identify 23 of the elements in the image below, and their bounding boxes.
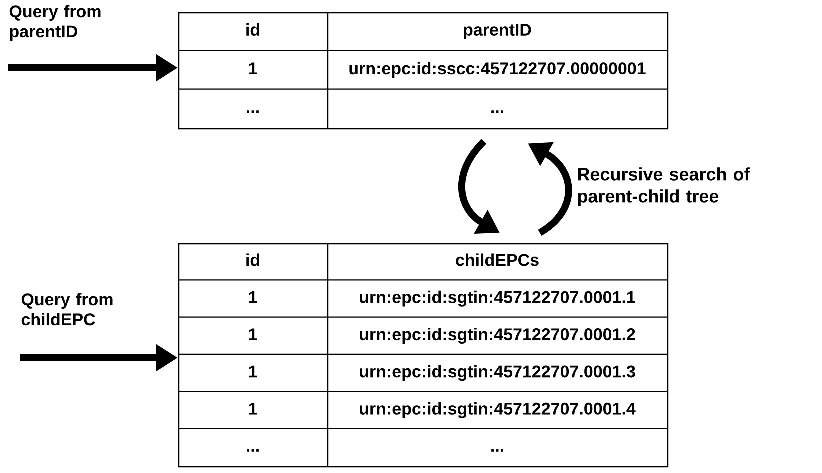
query-label: Query from parentID: [10, 5, 101, 42]
edge-label: Recursive search of parent-child tree: [578, 168, 750, 206]
column-header: childEPCs: [456, 254, 539, 266]
column-header: parentID: [464, 24, 532, 40]
table-cell: 1: [249, 62, 258, 74]
table-cell: urn:epc:id:sgtin:457122707.0001.1: [360, 290, 636, 307]
table-cell: 1: [249, 366, 258, 378]
table-cell: 1: [249, 403, 258, 415]
table: [178, 243, 669, 468]
table-cell: urn:epc:id:sscc:457122707.00000001: [350, 62, 646, 78]
table-cell: urn:epc:id:sgtin:457122707.0001.3: [360, 365, 636, 382]
table-cell: ...: [247, 449, 259, 452]
table-cell: 1: [249, 292, 258, 304]
table-cell: 1: [249, 328, 258, 340]
table-cell: ...: [247, 110, 259, 114]
table: [178, 12, 669, 130]
column-header: id: [246, 254, 260, 266]
table-cell: ...: [492, 449, 504, 452]
table-cell: urn:epc:id:sgtin:457122707.0001.4: [360, 402, 636, 418]
table-cell: ...: [492, 110, 504, 114]
column-header: id: [246, 24, 260, 36]
table-cell: urn:epc:id:sgtin:457122707.0001.2: [360, 328, 636, 344]
query-label: Query from childEPC: [22, 293, 113, 326]
